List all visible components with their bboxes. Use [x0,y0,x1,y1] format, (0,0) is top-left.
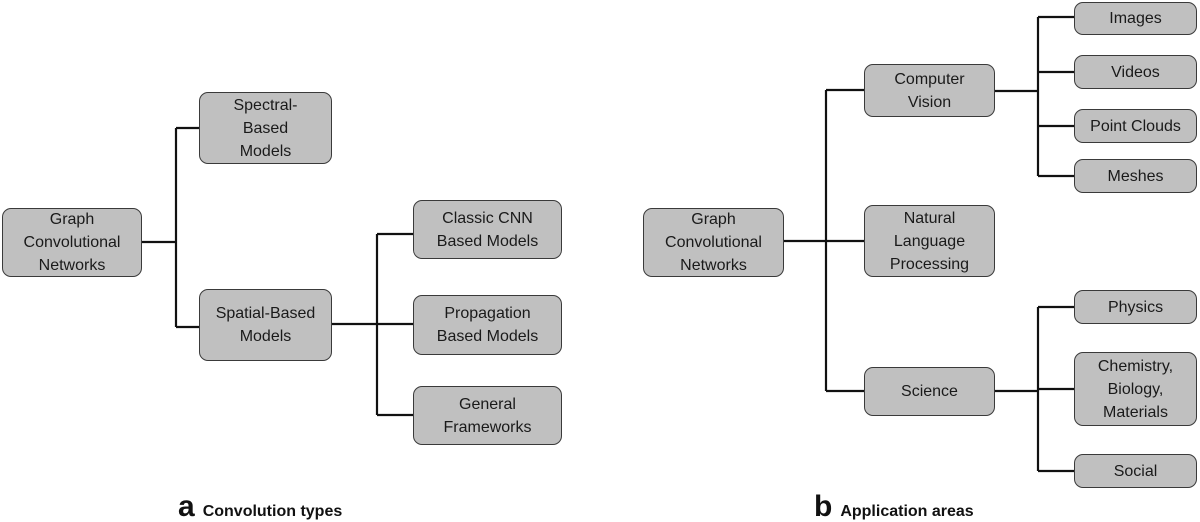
caption-a: a Convolution types [178,492,342,522]
node-point-clouds: Point Clouds [1074,109,1197,143]
node-natural-language-processing: Natural Language Processing [864,205,995,277]
node-classic-cnn-based-models: Classic CNN Based Models [413,200,562,259]
node-propagation-based-models: Propagation Based Models [413,295,562,355]
node-general-frameworks: General Frameworks [413,386,562,445]
node-images: Images [1074,2,1197,35]
caption-b: b Application areas [814,492,974,522]
node-videos: Videos [1074,55,1197,89]
caption-b-text: Application areas [840,503,974,520]
node-spatial-based-models: Spatial-Based Models [199,289,332,361]
node-science: Science [864,367,995,416]
caption-b-letter: b [814,490,833,522]
node-chemistry-biology-materials: Chemistry, Biology, Materials [1074,352,1197,426]
node-social: Social [1074,454,1197,488]
caption-a-text: Convolution types [202,503,343,520]
caption-a-letter: a [178,490,195,522]
node-a-root: Graph Convolutional Networks [2,208,142,277]
node-computer-vision: Computer Vision [864,64,995,117]
node-b-root: Graph Convolutional Networks [643,208,784,277]
node-spectral-based-models: Spectral- Based Models [199,92,332,164]
node-meshes: Meshes [1074,159,1197,193]
node-physics: Physics [1074,290,1197,324]
